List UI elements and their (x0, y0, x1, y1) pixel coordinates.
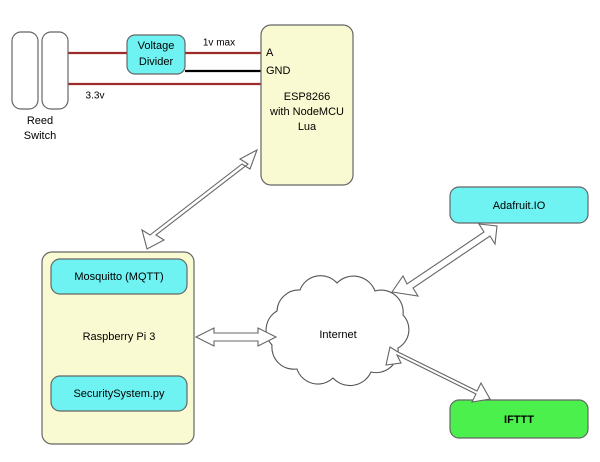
esp8266-box (260, 24, 354, 186)
security-system-box (50, 375, 188, 412)
voltage-divider-box (126, 34, 186, 75)
adafruit-io-label: Adafruit.IO (493, 200, 546, 212)
arrow-internet-to-ifttt (385, 346, 491, 403)
esp8266-pin-gnd-label: GND (266, 65, 291, 77)
esp8266-label-line2: with NodeMCU (269, 106, 344, 118)
mosquitto-label: Mosquitto (MQTT) (74, 271, 163, 283)
raspberry-pi-label: Raspberry Pi 3 (83, 331, 156, 343)
wiring-group (68, 51, 261, 86)
esp8266-label-line3: Lua (298, 121, 317, 133)
esp8266-label-line1: ESP8266 (284, 91, 330, 103)
reed-switch-label-line2: Switch (24, 130, 56, 142)
reed-switch-node[interactable]: Reed Switch (11, 31, 69, 142)
esp8266-node[interactable]: A GND ESP8266 with NodeMCU Lua (260, 24, 354, 186)
ifttt-box (449, 399, 589, 439)
ifttt-node[interactable]: IFTTT (449, 399, 589, 439)
adafruit-io-node[interactable]: Adafruit.IO (449, 186, 589, 224)
arrow-esp-to-raspberry-pi (141, 148, 259, 250)
security-system-node[interactable]: SecuritySystem.py (50, 375, 188, 412)
mosquitto-node[interactable]: Mosquitto (MQTT) (50, 258, 188, 295)
wire-label-1v-max: 1v max (203, 38, 235, 49)
mosquitto-box (50, 258, 188, 295)
voltage-divider-label-line2: Divider (139, 56, 174, 68)
internet-node[interactable]: Internet (265, 275, 410, 387)
adafruit-io-box (449, 186, 589, 224)
internet-label: Internet (319, 329, 356, 341)
wire-label-3v3: 3.3v (86, 91, 105, 102)
ifttt-label: IFTTT (504, 414, 534, 426)
reed-switch-contact-left (11, 31, 39, 110)
esp8266-pin-a-label: A (266, 47, 274, 59)
cloud-icon (265, 275, 410, 387)
arrow-raspberry-pi-to-internet (194, 327, 278, 347)
reed-switch-contact-right (41, 31, 69, 110)
raspberry-pi-node[interactable]: Mosquitto (MQTT) Raspberry Pi 3 Security… (41, 251, 195, 445)
voltage-divider-node[interactable]: Voltage Divider (126, 34, 186, 75)
security-system-label: SecuritySystem.py (73, 388, 165, 400)
voltage-divider-label-line1: Voltage (138, 40, 175, 52)
arrow-internet-to-adafruit-io (391, 223, 498, 297)
reed-switch-label-line1: Reed (27, 115, 53, 127)
